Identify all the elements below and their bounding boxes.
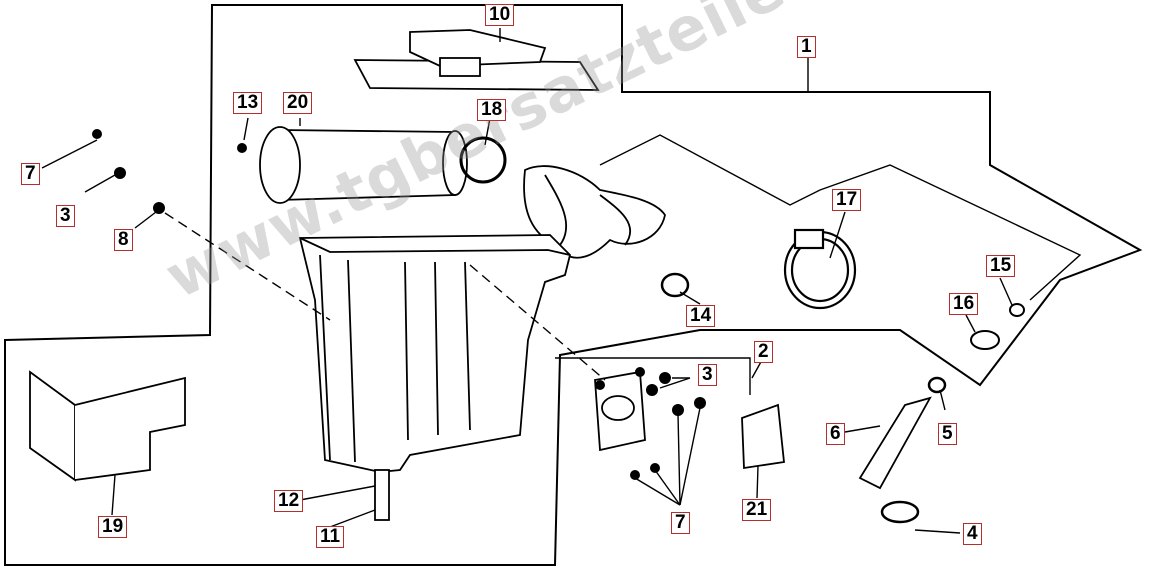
clamp-part-4 — [880, 500, 920, 524]
callout-13: 13 — [233, 92, 263, 114]
clip-part-15 — [1009, 303, 1025, 317]
hose-frame — [599, 134, 1082, 301]
clamp-part-14 — [660, 272, 690, 298]
callout-10: 10 — [485, 4, 515, 26]
callout-17: 17 — [832, 189, 862, 211]
callout-1: 1 — [797, 36, 816, 58]
lid-part-10 — [353, 29, 600, 91]
callout-18: 18 — [477, 99, 507, 121]
callout-3-right: 3 — [698, 364, 717, 386]
dashed-assembly-lines — [164, 212, 606, 381]
callout-3-left: 3 — [56, 205, 75, 227]
callout-21: 21 — [742, 499, 772, 521]
callout-12: 12 — [274, 490, 304, 512]
callout-16: 16 — [949, 293, 979, 315]
callout-15: 15 — [986, 255, 1016, 277]
panel-part-19 — [29, 370, 186, 482]
callout-2: 2 — [754, 341, 773, 363]
callout-11: 11 — [316, 526, 345, 548]
bracket-part-2 — [594, 370, 646, 452]
clamp-part-17 — [783, 228, 857, 310]
callout-14: 14 — [686, 305, 716, 327]
frame-outline — [4, 4, 1143, 566]
callout-7-bottom: 7 — [671, 512, 690, 534]
callout-7-left: 7 — [21, 163, 40, 185]
callout-20: 20 — [283, 92, 313, 114]
hose-part-6 — [858, 396, 932, 490]
clamp-part-5 — [927, 376, 947, 394]
callout-4: 4 — [963, 523, 982, 545]
valve-part-16 — [970, 330, 1000, 350]
callout-19: 19 — [98, 516, 128, 538]
subframe-2 — [555, 357, 751, 395]
callout-8: 8 — [114, 229, 133, 251]
air-box — [298, 234, 571, 521]
callout-6: 6 — [826, 423, 845, 445]
pad-part-21 — [741, 403, 785, 470]
clamp-part-18 — [459, 136, 507, 184]
filter-part-20 — [259, 126, 468, 204]
leader-lines — [41, 28, 1013, 534]
callout-5: 5 — [938, 423, 957, 445]
fasteners — [92, 129, 706, 480]
